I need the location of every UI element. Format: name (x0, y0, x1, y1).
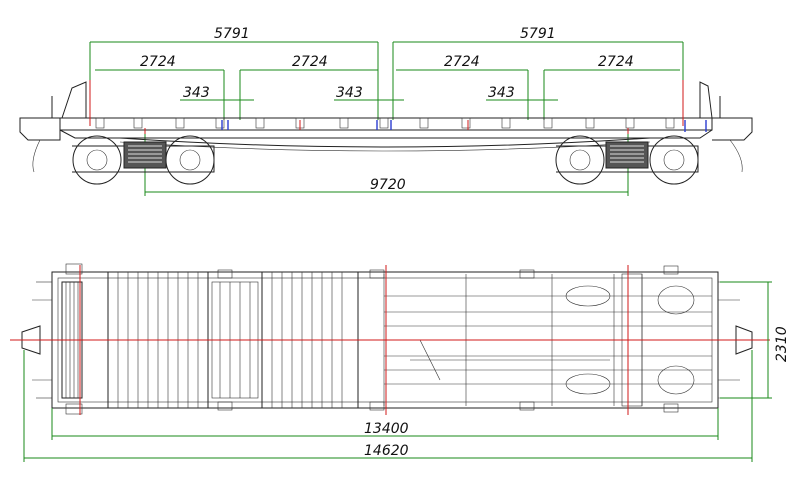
dim-2724-c: 2724 (444, 54, 480, 70)
dim-2310: 2310 (774, 326, 790, 362)
bogie-right (555, 135, 699, 185)
dim-13400: 13400 (364, 421, 409, 437)
plan-center-lines (10, 265, 770, 415)
dim-5791-left: 5791 (214, 26, 250, 42)
plan-dimension-lines (23, 281, 772, 462)
dim-343-c: 343 (488, 85, 515, 101)
dim-343-a: 343 (183, 85, 210, 101)
dim-343-b: 343 (336, 85, 363, 101)
plan-couplers (21, 325, 753, 355)
dim-14620: 14620 (364, 443, 409, 459)
plan-view: 13400 14620 2310 (10, 263, 790, 462)
side-center-marks (89, 80, 684, 134)
dim-2724-d: 2724 (598, 54, 634, 70)
side-dimension-lines (89, 41, 684, 196)
side-view: 5791 5791 2724 2724 2724 2724 343 343 34… (19, 26, 753, 196)
dim-9720: 9720 (370, 177, 406, 193)
bogie-left (72, 135, 215, 185)
dim-5791-right: 5791 (520, 26, 556, 42)
dim-2724-b: 2724 (292, 54, 328, 70)
dim-2724-a: 2724 (140, 54, 176, 70)
side-stanchions (221, 120, 707, 132)
